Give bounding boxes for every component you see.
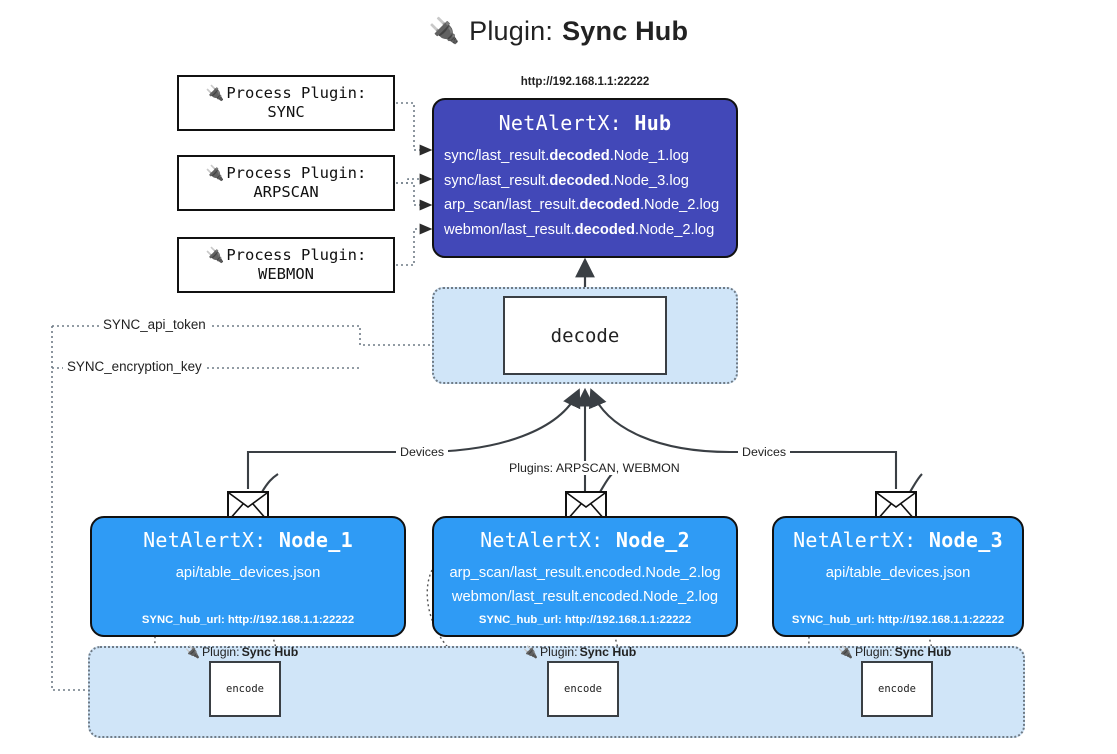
node-name: Node_2 bbox=[615, 528, 690, 552]
process-plugin-webmon[interactable]: 🔌 Process Plugin: WEBMON bbox=[177, 237, 395, 293]
hub-log-item: webmon/last_result.decoded.Node_2.log bbox=[444, 222, 715, 239]
encoder-label-strong: Sync Hub bbox=[241, 645, 299, 659]
hub-log-item: sync/last_result.decoded.Node_1.log bbox=[444, 148, 689, 164]
page-title: 🔌 Plugin: Sync Hub bbox=[0, 16, 1117, 47]
plugins-label-center: Plugins: ARPSCAN, WEBMON bbox=[505, 461, 684, 475]
hub-node[interactable]: NetAlertX: Hub sync/last_result.decoded.… bbox=[432, 98, 738, 258]
process-plugin-label: Process Plugin: bbox=[226, 164, 367, 183]
encoder-label-lead: Plugin: bbox=[539, 645, 578, 659]
node-footer: SYNC_hub_url: http://192.168.1.1:22222 bbox=[141, 614, 355, 626]
process-plugin-label: Process Plugin: bbox=[226, 84, 367, 103]
node-line-list: api/table_devices.json bbox=[774, 562, 1022, 586]
node-footer: SYNC_hub_url: http://192.168.1.1:22222 bbox=[791, 614, 1005, 626]
node-name-prefix: NetAlertX: bbox=[480, 528, 604, 552]
plug-icon: 🔌 bbox=[523, 645, 538, 659]
node-line: arp_scan/last_result.encoded.Node_2.log bbox=[449, 565, 721, 581]
node-name-prefix: NetAlertX: bbox=[143, 528, 267, 552]
encoder-label-strong: Sync Hub bbox=[579, 645, 637, 659]
hub-log-item: sync/last_result.decoded.Node_3.log bbox=[444, 172, 689, 189]
hub-url-label: http://192.168.1.1:22222 bbox=[520, 76, 650, 88]
hub-title: NetAlertX: Hub bbox=[434, 111, 736, 135]
node-name: Node_1 bbox=[278, 528, 353, 552]
decode-box[interactable]: decode bbox=[503, 296, 667, 375]
process-plugin-arpscan[interactable]: 🔌 Process Plugin: ARPSCAN bbox=[177, 155, 395, 211]
title-lead: Plugin: bbox=[469, 16, 554, 46]
title-strong: Sync Hub bbox=[562, 16, 689, 46]
encode-box-2[interactable]: encode bbox=[547, 661, 619, 717]
plug-icon: 🔌 bbox=[205, 84, 225, 103]
node-box-2[interactable]: NetAlertX: Node_2 arp_scan/last_result.e… bbox=[432, 516, 738, 637]
node-line-list: arp_scan/last_result.encoded.Node_2.log … bbox=[434, 562, 736, 610]
process-plugin-name: ARPSCAN bbox=[253, 183, 319, 201]
node-title: NetAlertX: Node_3 bbox=[774, 528, 1022, 552]
plug-icon: 🔌 bbox=[428, 17, 461, 45]
hub-log-item: arp_scan/last_result.decoded.Node_2.log bbox=[444, 197, 720, 214]
node-line: api/table_devices.json bbox=[825, 565, 971, 581]
sync-encryption-key-label: SYNC_encryption_key bbox=[63, 359, 206, 374]
node-footer: SYNC_hub_url: http://192.168.1.1:22222 bbox=[478, 614, 692, 626]
node-title: NetAlertX: Node_1 bbox=[92, 528, 404, 552]
process-plugin-sync[interactable]: 🔌 Process Plugin: SYNC bbox=[177, 75, 395, 131]
node-name: Node_3 bbox=[928, 528, 1003, 552]
encode-box-1[interactable]: encode bbox=[209, 661, 281, 717]
node-name-prefix: NetAlertX: bbox=[793, 528, 917, 552]
plug-icon: 🔌 bbox=[205, 246, 225, 265]
process-plugin-label: Process Plugin: bbox=[226, 246, 367, 265]
encoder-label-1: 🔌 Plugin: Sync Hub bbox=[185, 645, 298, 659]
node-line: webmon/last_result.encoded.Node_2.log bbox=[451, 588, 719, 605]
process-plugin-name: WEBMON bbox=[258, 265, 314, 283]
node-line: api/table_devices.json bbox=[175, 565, 321, 581]
node-line-list: api/table_devices.json bbox=[92, 562, 404, 586]
encoder-label-lead: Plugin: bbox=[201, 645, 240, 659]
plug-icon: 🔌 bbox=[205, 164, 225, 183]
node-box-3[interactable]: NetAlertX: Node_3 api/table_devices.json… bbox=[772, 516, 1024, 637]
encoder-label-3: 🔌 Plugin: Sync Hub bbox=[838, 645, 951, 659]
node-title: NetAlertX: Node_2 bbox=[434, 528, 736, 552]
nodes-to-decode-edges bbox=[246, 387, 898, 504]
devices-label-left: Devices bbox=[396, 445, 449, 459]
encoder-label-lead: Plugin: bbox=[854, 645, 893, 659]
devices-label-right: Devices bbox=[738, 445, 791, 459]
sync-api-token-label: SYNC_api_token bbox=[99, 317, 210, 332]
node-box-1[interactable]: NetAlertX: Node_1 api/table_devices.json… bbox=[90, 516, 406, 637]
plug-icon: 🔌 bbox=[185, 645, 200, 659]
encoder-label-strong: Sync Hub bbox=[894, 645, 952, 659]
plugin-to-hub-connectors bbox=[396, 102, 433, 266]
hub-name: Hub bbox=[634, 111, 672, 135]
plug-icon: 🔌 bbox=[838, 645, 853, 659]
hub-log-list: sync/last_result.decoded.Node_1.log sync… bbox=[434, 144, 736, 243]
hub-name-prefix: NetAlertX: bbox=[498, 111, 623, 135]
encoder-label-2: 🔌 Plugin: Sync Hub bbox=[523, 645, 636, 659]
envelope-stems bbox=[261, 473, 923, 493]
encode-box-3[interactable]: encode bbox=[861, 661, 933, 717]
process-plugin-name: SYNC bbox=[267, 103, 305, 121]
